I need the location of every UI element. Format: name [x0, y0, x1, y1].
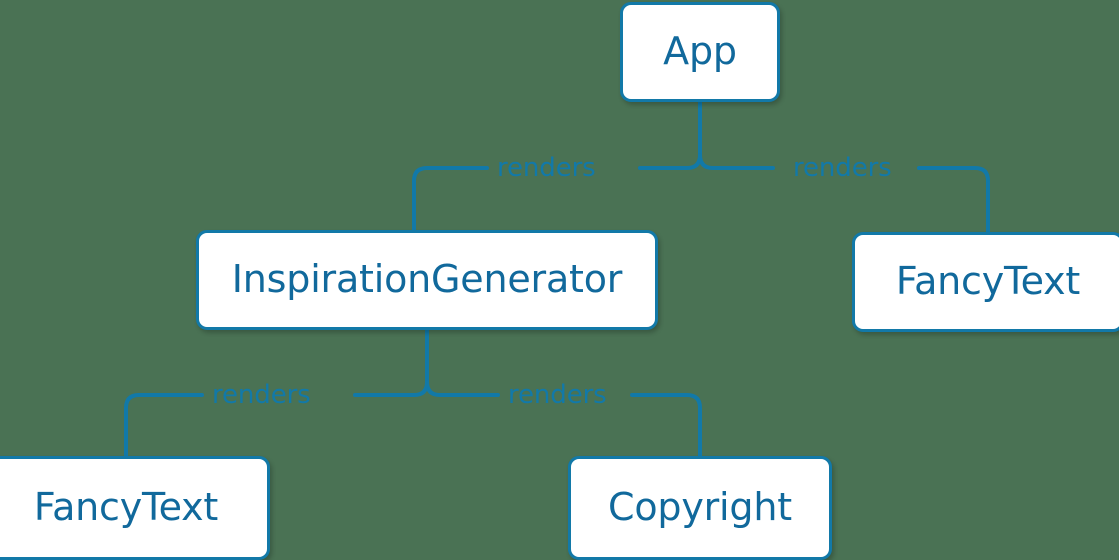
- edge-inspirationgenerator-to-copyright-b: [630, 393, 702, 458]
- edge-label-inspirationgenerator-to-copyright: renders: [508, 380, 607, 410]
- edge-label-inspirationgenerator-to-fancytext: renders: [212, 380, 311, 410]
- edge-inspirationgenerator-to-fancytext-a: [353, 380, 429, 397]
- node-fancytext-left[interactable]: FancyText: [0, 456, 270, 560]
- edge-app-to-fancytext-b: [917, 166, 990, 234]
- node-fancytext-right[interactable]: FancyText: [852, 232, 1119, 332]
- edge-label-app-to-fancytext: renders: [793, 153, 892, 183]
- node-inspirationgenerator[interactable]: InspirationGenerator: [196, 230, 658, 330]
- node-inspirationgenerator-label: InspirationGenerator: [231, 257, 623, 301]
- edge-app-to-fancytext-a: [698, 153, 775, 170]
- edge-app-to-inspirationgenerator-b: [412, 166, 489, 232]
- edge-inspirationgenerator-to-fancytext-b: [124, 393, 204, 458]
- node-copyright[interactable]: Copyright: [568, 456, 832, 560]
- node-fancytext-left-label: FancyText: [33, 485, 219, 529]
- node-app[interactable]: App: [620, 2, 780, 102]
- edge-inspirationgenerator-to-copyright-a: [425, 380, 500, 397]
- node-fancytext-right-label: FancyText: [895, 259, 1081, 303]
- edge-label-app-to-inspirationgenerator: renders: [497, 153, 596, 183]
- edge-app-to-inspirationgenerator-a: [638, 153, 702, 170]
- node-copyright-label: Copyright: [608, 485, 792, 529]
- node-app-label: App: [663, 29, 737, 73]
